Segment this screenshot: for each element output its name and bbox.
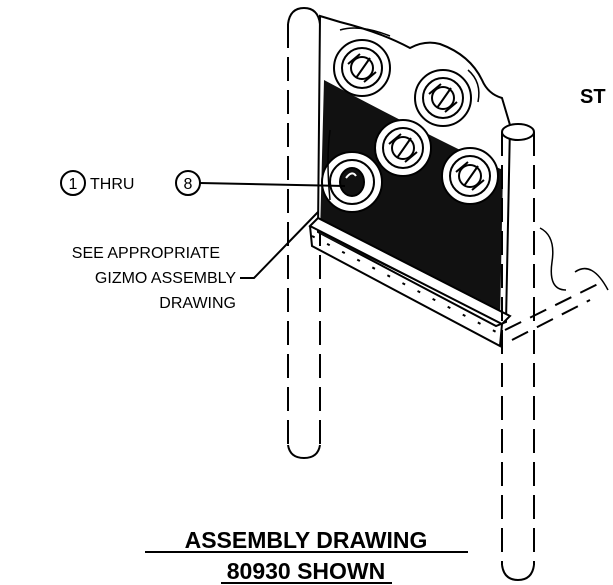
note-leader (240, 211, 319, 279)
panel-curves (327, 27, 480, 201)
assembly-note: SEE APPROPRIATE GIZMO ASSEMBLY DRAWING (72, 211, 319, 312)
left-post (287, 6, 321, 460)
knob-3 (374, 119, 432, 177)
knob-1 (333, 39, 391, 97)
panel-fill (320, 80, 503, 322)
cut-label: ST (580, 86, 606, 108)
knob-4 (441, 147, 499, 205)
callout-start-number: 1 (69, 176, 78, 193)
drawing-title: ASSEMBLY DRAWING 80930 SHOWN (145, 527, 468, 584)
callout-bubble-start (60, 170, 86, 196)
knob-2 (414, 69, 472, 127)
cross-rail (308, 216, 609, 348)
note-line-2: GIZMO ASSEMBLY (95, 270, 236, 287)
callout-end-number: 8 (184, 176, 193, 193)
part-callout: 1 THRU 8 (60, 170, 346, 196)
right-post (501, 123, 535, 582)
note-line-1: SEE APPROPRIATE (72, 245, 220, 262)
callout-leader (199, 182, 346, 187)
knob-5 (321, 151, 383, 213)
callout-connector: THRU (90, 176, 134, 193)
note-line-3: DRAWING (159, 295, 236, 312)
title-line-2: 80930 SHOWN (227, 558, 386, 584)
title-line-1: ASSEMBLY DRAWING (185, 527, 428, 553)
